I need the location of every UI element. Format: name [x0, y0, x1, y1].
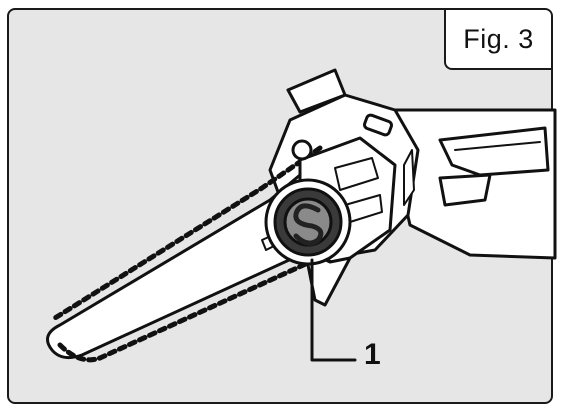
side-vent — [403, 149, 415, 206]
chain-lower — [57, 259, 313, 363]
callout-1: 1 — [364, 338, 381, 371]
trigger — [438, 173, 492, 207]
handle-grip-detail — [438, 126, 550, 177]
handle-grip-line — [454, 141, 541, 151]
top-cap — [286, 68, 347, 114]
knob-symbol — [293, 203, 324, 246]
cover-ridge-1 — [334, 157, 379, 191]
figure-label: Fig. 3 — [444, 10, 551, 70]
bolt — [291, 139, 313, 161]
callout-leader-line — [310, 258, 357, 362]
vent-slot — [363, 113, 393, 137]
